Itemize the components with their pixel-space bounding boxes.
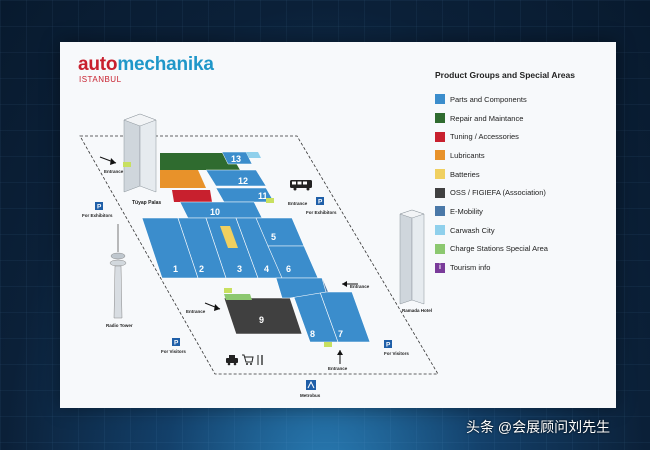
food-icon bbox=[257, 355, 263, 365]
parking-visitors-left-label: For Visitors bbox=[161, 349, 186, 354]
hall-number-12: 12 bbox=[238, 176, 248, 186]
parking-exhibitors-left: P bbox=[95, 202, 103, 211]
hall-tuning-area bbox=[172, 190, 212, 202]
car-icon bbox=[226, 355, 238, 366]
entrance-label-bottom: Entrance bbox=[328, 366, 348, 371]
hall-lubricants-area bbox=[160, 170, 206, 188]
legend-label: Charge Stations Special Area bbox=[450, 244, 548, 254]
tuyap-palas-label: Tüyap Palas bbox=[132, 200, 161, 206]
entrance-label-top-right: Entrance bbox=[288, 201, 308, 206]
legend: Parts and Components Repair and Maintanc… bbox=[435, 90, 548, 277]
legend-item: Charge Stations Special Area bbox=[435, 240, 548, 259]
hall-number-11: 11 bbox=[258, 191, 268, 201]
hall-number-8: 8 bbox=[310, 329, 315, 339]
parking-visitors-right: P bbox=[384, 340, 392, 349]
hall-number-6: 6 bbox=[286, 264, 291, 274]
legend-item: Parts and Components bbox=[435, 90, 548, 109]
legend-label: OSS / FIGIEFA (Association) bbox=[450, 188, 546, 198]
hall-10 bbox=[179, 201, 263, 219]
parking-icon: P bbox=[386, 342, 391, 349]
legend-label: Batteries bbox=[450, 169, 480, 179]
legend-item: Lubricants bbox=[435, 146, 548, 165]
hall-number-10: 10 bbox=[210, 207, 220, 217]
parking-visitors-right-label: For Visitors bbox=[384, 351, 409, 356]
ramada-hotel-building bbox=[399, 209, 425, 305]
legend-label: Parts and Components bbox=[450, 94, 527, 104]
hall-13 bbox=[221, 151, 253, 165]
charge-station-area bbox=[224, 294, 252, 300]
entrance-label-right: Entrance bbox=[350, 284, 370, 289]
floorplan-card: automechanika ISTANBUL Product Groups an… bbox=[60, 42, 616, 408]
legend-label: E-Mobility bbox=[450, 206, 483, 216]
hall-repair-area bbox=[160, 153, 240, 170]
legend-item: Repair and Maintance bbox=[435, 109, 548, 128]
hall-12 bbox=[205, 169, 267, 187]
batteries-area bbox=[220, 226, 238, 248]
radio-tower-label: Radio Tower bbox=[106, 323, 133, 328]
watermark: 头条 @会展顾问刘先生 bbox=[466, 419, 611, 435]
legend-item: Carwash City bbox=[435, 221, 548, 240]
parking-visitors-left: P bbox=[172, 338, 180, 347]
metrobus-label: Metrobus bbox=[300, 393, 321, 398]
hall-number-5: 5 bbox=[271, 232, 276, 242]
entrance-top-right bbox=[266, 198, 274, 203]
legend-label: Tourism info bbox=[450, 263, 491, 273]
legend-item: E-Mobility bbox=[435, 202, 548, 221]
hall-7 bbox=[319, 291, 371, 343]
legend-item: Tuning / Accessories bbox=[435, 127, 548, 146]
cart-icon bbox=[242, 354, 254, 365]
parking-exhibitors-right-label: For Exhibitors bbox=[306, 210, 337, 215]
metrobus-icon bbox=[306, 380, 316, 390]
parking-exhibitors-right: P bbox=[316, 197, 324, 206]
parking-icon: P bbox=[318, 199, 323, 206]
parking-icon: P bbox=[174, 340, 179, 347]
legend-title: Product Groups and Special Areas bbox=[435, 70, 575, 80]
parking-icon: P bbox=[97, 204, 102, 211]
floorplan-map: Tüyap Palas 13 12 11 10 1 2 3 4 5 bbox=[79, 113, 439, 398]
legend-swatch bbox=[435, 131, 445, 142]
tuyap-palas-building bbox=[123, 113, 157, 193]
legend-item: Batteries bbox=[435, 165, 548, 184]
legend-swatch bbox=[435, 150, 445, 161]
legend-label: Carwash City bbox=[450, 225, 495, 235]
brand-city: ISTANBUL bbox=[79, 75, 122, 84]
site-boundary bbox=[79, 135, 439, 375]
legend-swatch bbox=[435, 206, 445, 217]
legend-swatch bbox=[435, 169, 445, 180]
hall-number-1: 1 bbox=[173, 264, 178, 274]
legend-item: OSS / FIGIEFA (Association) bbox=[435, 183, 548, 202]
connector-hall bbox=[275, 277, 327, 299]
radio-tower bbox=[109, 224, 127, 319]
entrance-middle-left bbox=[204, 288, 232, 311]
hall-number-13: 13 bbox=[231, 154, 241, 164]
legend-item: i Tourism info bbox=[435, 258, 548, 277]
entrance-bottom bbox=[324, 342, 343, 364]
entrance-right bbox=[342, 281, 358, 287]
legend-swatch bbox=[435, 187, 445, 198]
hall-9 bbox=[223, 297, 303, 335]
hall-number-2: 2 bbox=[199, 264, 204, 274]
legend-swatch bbox=[435, 113, 445, 124]
entrance-label-top-left: Entrance bbox=[104, 169, 124, 174]
bus-icon bbox=[290, 180, 312, 191]
legend-label: Repair and Maintance bbox=[450, 113, 524, 123]
parking-exhibitors-left-label: For Exhibitors bbox=[82, 213, 113, 218]
hall-number-9: 9 bbox=[259, 315, 264, 325]
legend-swatch bbox=[435, 225, 445, 236]
info-icon: i bbox=[435, 262, 445, 273]
carwash-area bbox=[246, 152, 261, 158]
legend-label: Lubricants bbox=[450, 150, 485, 160]
hall-number-4: 4 bbox=[264, 264, 269, 274]
entrance-top-left bbox=[99, 156, 131, 167]
entrance-label-middle-left: Entrance bbox=[186, 309, 206, 314]
legend-label: Tuning / Accessories bbox=[450, 132, 519, 142]
legend-swatch bbox=[435, 243, 445, 254]
hall-number-3: 3 bbox=[237, 264, 242, 274]
brand-name-part-b: mechanika bbox=[117, 54, 214, 75]
hall-number-7: 7 bbox=[338, 329, 343, 339]
ramada-hotel-label: Ramada Hotel bbox=[402, 308, 432, 313]
brand-name-part-a: auto bbox=[78, 54, 118, 75]
legend-swatch bbox=[435, 94, 445, 105]
brand-logo: automechanika bbox=[78, 54, 214, 76]
